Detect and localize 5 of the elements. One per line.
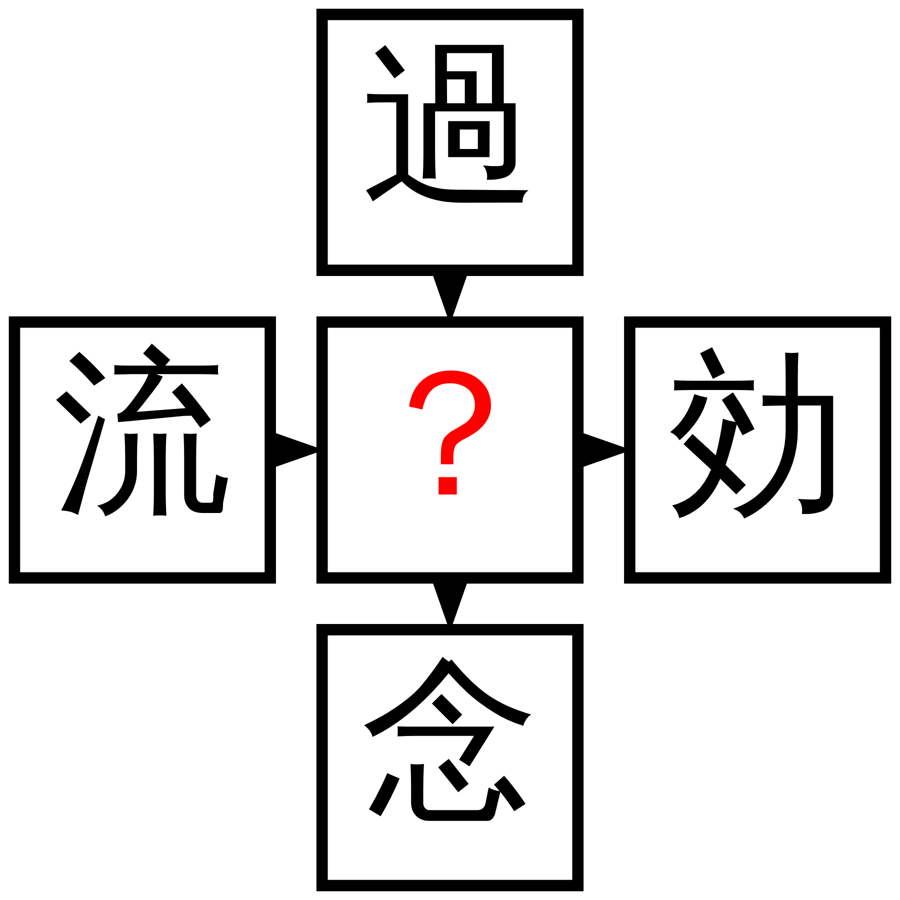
node-box: 過 xyxy=(316,8,584,276)
node-box: 効 xyxy=(624,316,892,584)
node-box: 念 xyxy=(316,624,584,892)
node-box: ？ xyxy=(316,316,584,584)
node-box: 流 xyxy=(8,316,276,584)
